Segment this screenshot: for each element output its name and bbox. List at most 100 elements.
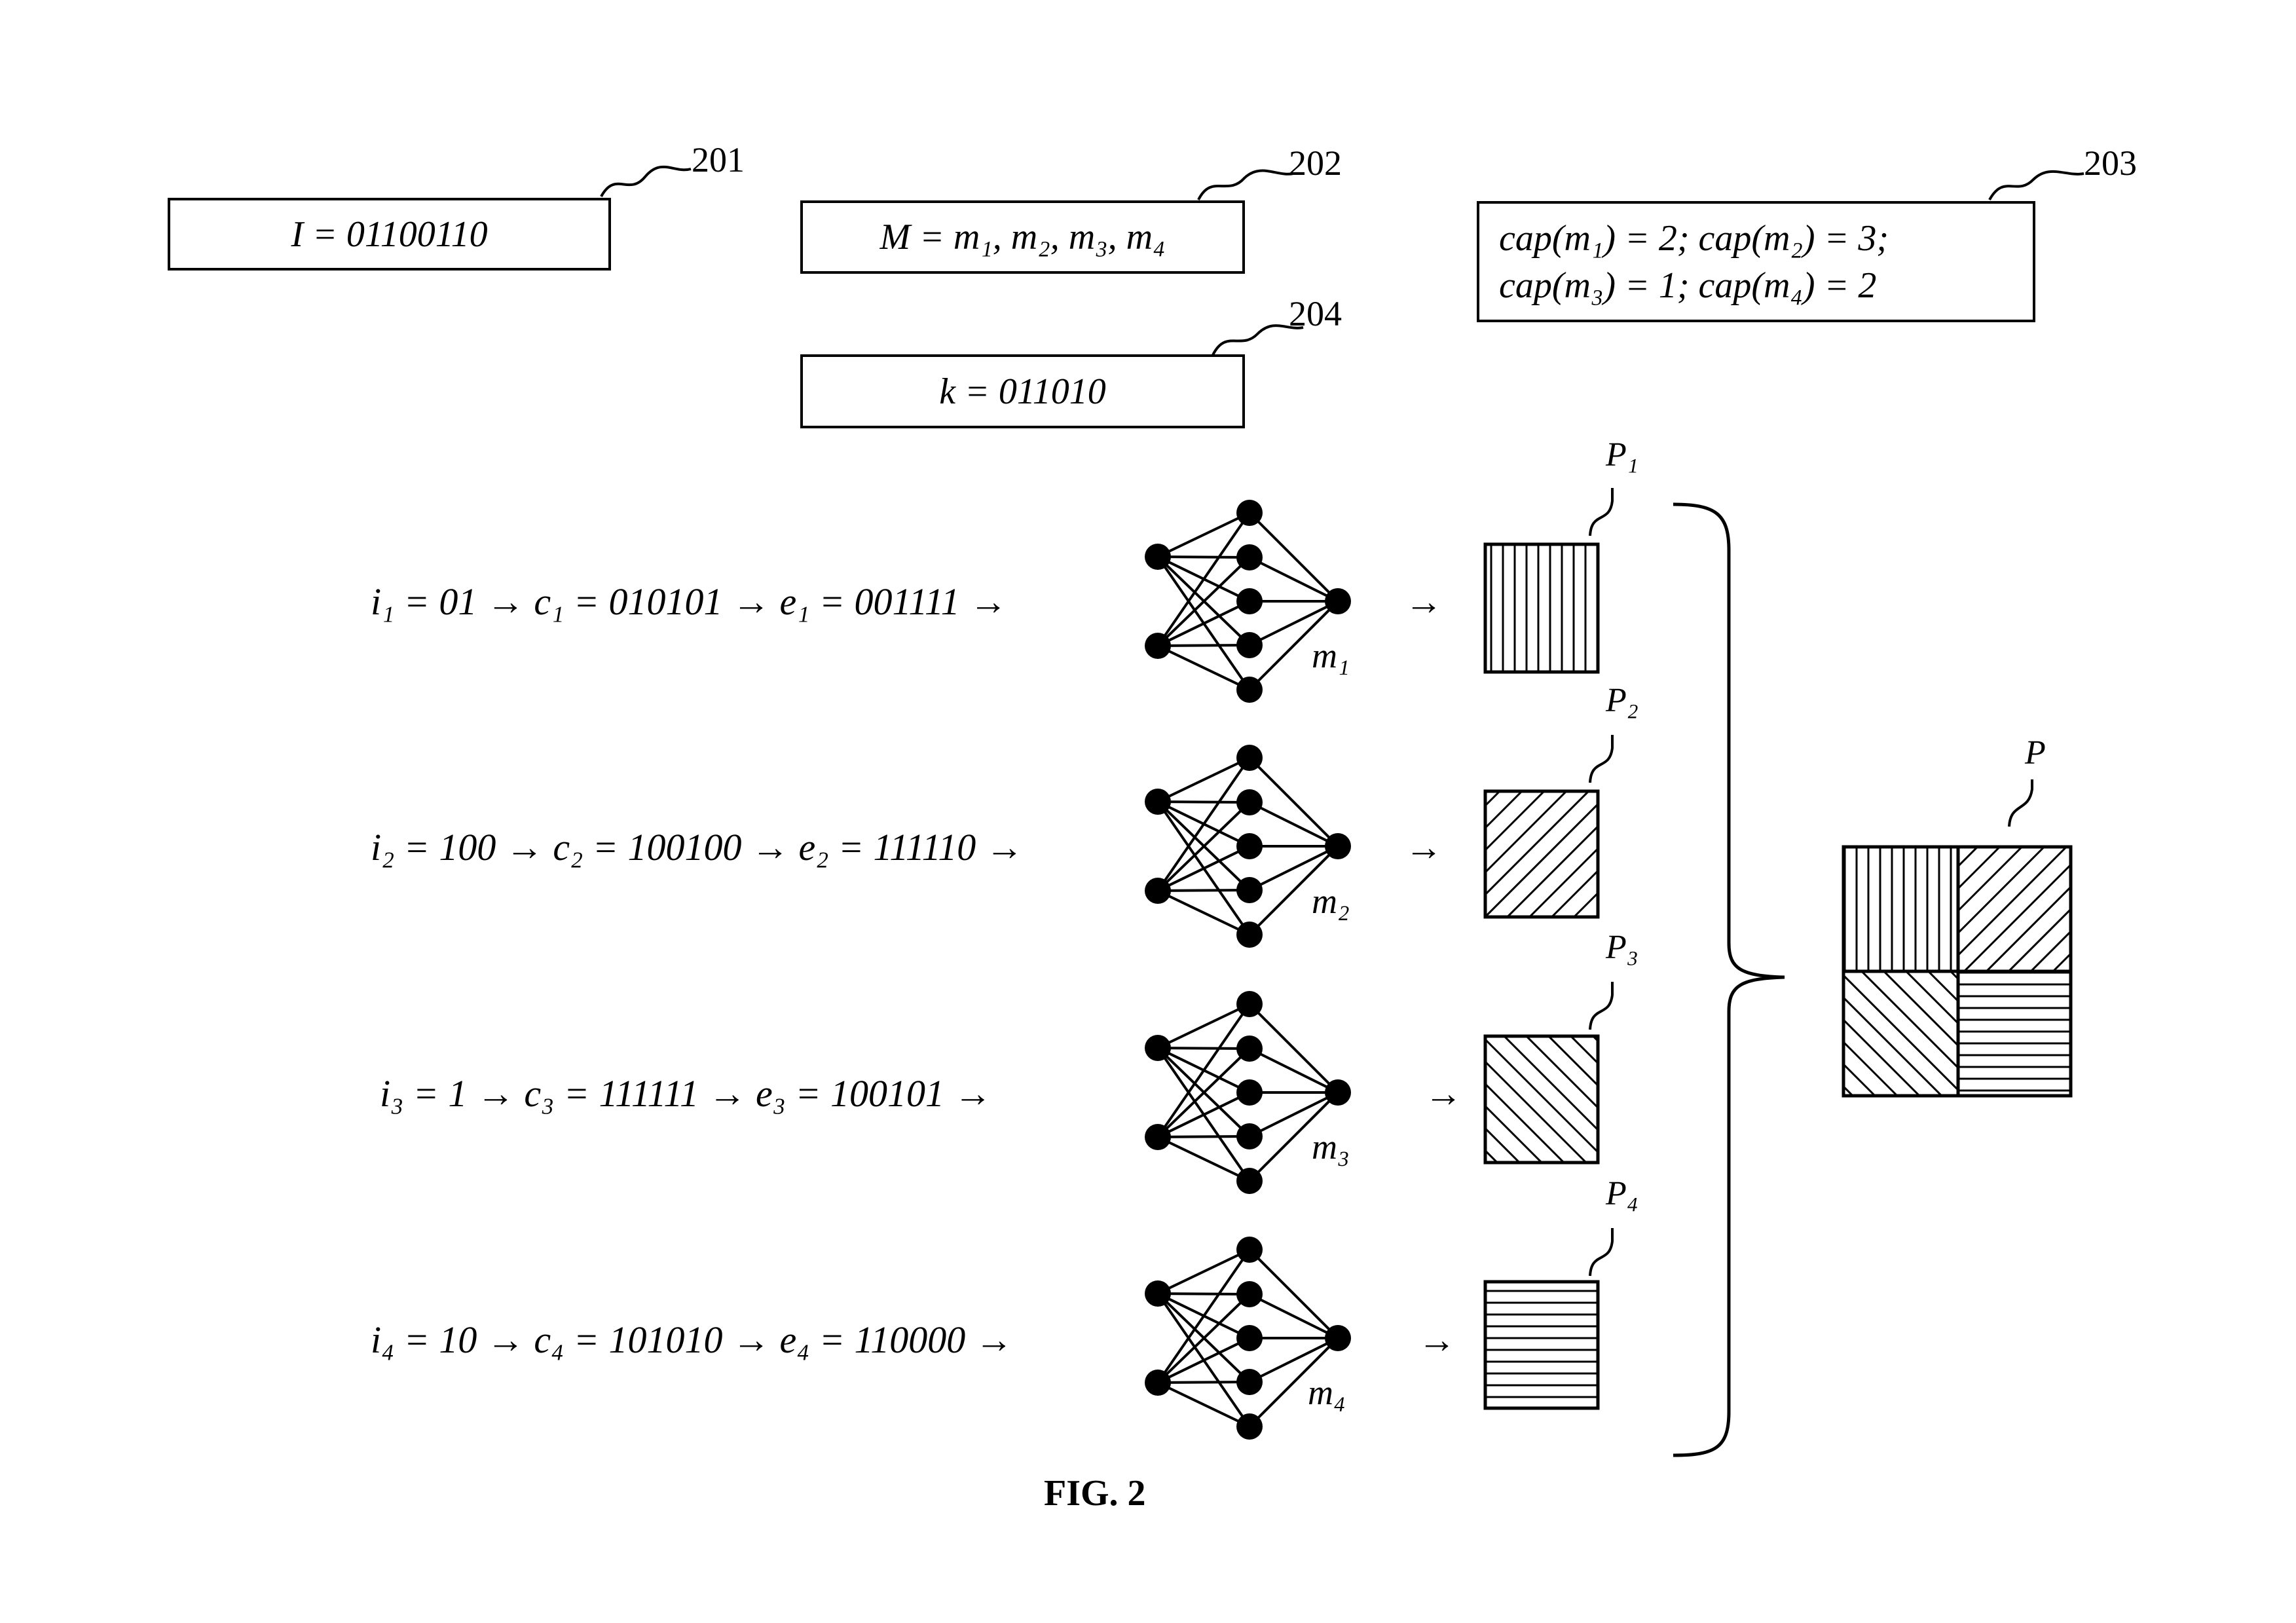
network-edge — [1157, 1003, 1250, 1049]
network-edge — [1248, 1003, 1339, 1094]
network-hidden-node — [1236, 1281, 1263, 1307]
network-output-node — [1325, 1079, 1351, 1106]
network-input-node — [1145, 1370, 1171, 1396]
network-hidden-node — [1236, 1079, 1263, 1106]
pattern-square-p3 — [1483, 1034, 1600, 1165]
network-edge — [1157, 600, 1250, 647]
network-edge — [1157, 1136, 1250, 1182]
network-edge — [1249, 556, 1339, 603]
pattern-square-p2 — [1483, 789, 1600, 919]
network-edge — [1249, 845, 1339, 891]
network-hidden-node — [1236, 991, 1263, 1017]
network-input-node — [1145, 789, 1171, 815]
network-edge — [1248, 845, 1339, 936]
network-hidden-node — [1236, 1123, 1263, 1149]
pattern-label-p4: P₄ — [1606, 1175, 1639, 1212]
ref-numeral-202: 202 — [1289, 143, 1342, 183]
network-hidden-node — [1236, 1035, 1263, 1062]
neural-network-m2 — [1145, 745, 1351, 948]
network-hidden-node — [1236, 1237, 1263, 1263]
models-box: M = m₁, m₂, m₃, m₄ — [800, 200, 1245, 274]
network-input-node — [1145, 1280, 1171, 1307]
network-hidden-node — [1236, 1369, 1263, 1395]
network-edge — [1248, 1091, 1339, 1182]
network-edge — [1249, 1091, 1339, 1138]
network-edge — [1248, 512, 1339, 603]
network-hidden-node — [1236, 789, 1263, 815]
combined-quadrant-backslash — [1956, 845, 2073, 973]
leader-p4 — [1589, 1228, 1614, 1277]
pattern-label-p2: P₂ — [1606, 682, 1639, 719]
network-edge — [1157, 845, 1250, 892]
network-input-node — [1145, 633, 1171, 659]
network-edge — [1249, 1337, 1339, 1383]
network-hidden-node — [1236, 1325, 1263, 1351]
pattern-label-p3: P₃ — [1606, 929, 1639, 966]
key-box: k = 011010 — [800, 354, 1245, 428]
network-edge — [1157, 889, 1250, 936]
network-output-node — [1325, 833, 1351, 859]
network-edge — [1157, 1381, 1250, 1428]
pattern-square-p4 — [1483, 1280, 1600, 1410]
network-edge — [1157, 1248, 1250, 1295]
neural-network-m1 — [1145, 500, 1351, 703]
neural-networks-group — [1145, 500, 1351, 1440]
row-3-equation: i₃ = 1 → c₃ = 111111 → e₃ = 100101 → — [380, 1072, 992, 1115]
network-edge — [1157, 1337, 1250, 1384]
network-hidden-node — [1236, 833, 1263, 859]
network-edge — [1157, 1135, 1250, 1138]
network-edge — [1157, 801, 1251, 892]
combined-quadrant-vertical — [1842, 845, 1960, 973]
network-input-node — [1145, 1124, 1171, 1150]
network-edge — [1157, 756, 1250, 803]
leader-204 — [1212, 324, 1304, 356]
network-output-node — [1325, 1325, 1351, 1351]
network-edge — [1249, 600, 1339, 646]
leader-201 — [600, 165, 692, 197]
network-edge — [1157, 512, 1250, 558]
network-hidden-node — [1236, 632, 1263, 658]
network-input-node — [1145, 544, 1171, 570]
ref-numeral-204: 204 — [1289, 294, 1342, 333]
row-4-output-arrow: → — [1418, 1318, 1456, 1361]
leader-p1 — [1589, 488, 1614, 536]
network-edge — [1157, 512, 1251, 647]
capacity-line-1: cap(m₁) = 2; cap(m₂) = 3; — [1499, 217, 1889, 259]
network-input-node — [1145, 878, 1171, 904]
network-hidden-node — [1236, 1168, 1263, 1194]
network-edge — [1157, 756, 1251, 892]
curly-brace — [1673, 502, 1785, 1457]
row-2-output-arrow: → — [1405, 826, 1443, 868]
neural-network-m4 — [1145, 1237, 1351, 1440]
network-edge — [1157, 1091, 1250, 1138]
leader-p2 — [1589, 735, 1614, 783]
ref-numeral-203: 203 — [2084, 143, 2137, 183]
network-hidden-node — [1236, 500, 1263, 526]
network-edge — [1157, 1381, 1250, 1384]
network-edge — [1248, 1337, 1339, 1428]
row-4-equation: i₄ = 10 → c₄ = 101010 → e₄ = 110000 → — [371, 1318, 1013, 1361]
pattern-square-p1 — [1483, 542, 1600, 674]
network-hidden-node — [1236, 745, 1263, 771]
leader-p-combined — [2008, 779, 2033, 827]
network-hidden-node — [1236, 544, 1263, 570]
row-1-output-arrow: → — [1405, 580, 1443, 623]
network-edge — [1157, 644, 1250, 647]
neural-network-m3 — [1145, 991, 1351, 1194]
network-hidden-node — [1236, 1413, 1263, 1440]
pattern-label-p1: P₁ — [1606, 436, 1639, 474]
combined-pattern-label: P — [2025, 734, 2046, 772]
network-edge — [1249, 1293, 1339, 1339]
network-edge — [1249, 801, 1339, 848]
network-hidden-node — [1236, 877, 1263, 903]
combined-quadrant-forward — [1842, 969, 1960, 1098]
network-edge — [1157, 1248, 1251, 1384]
network-output-node — [1325, 588, 1351, 614]
model-label-m2: m₂ — [1312, 882, 1350, 921]
combined-quadrant-horizontal — [1956, 969, 2073, 1098]
network-hidden-node — [1236, 922, 1263, 948]
network-edge — [1249, 1047, 1339, 1094]
ref-numeral-201: 201 — [692, 140, 745, 179]
network-edge — [1248, 1248, 1339, 1339]
